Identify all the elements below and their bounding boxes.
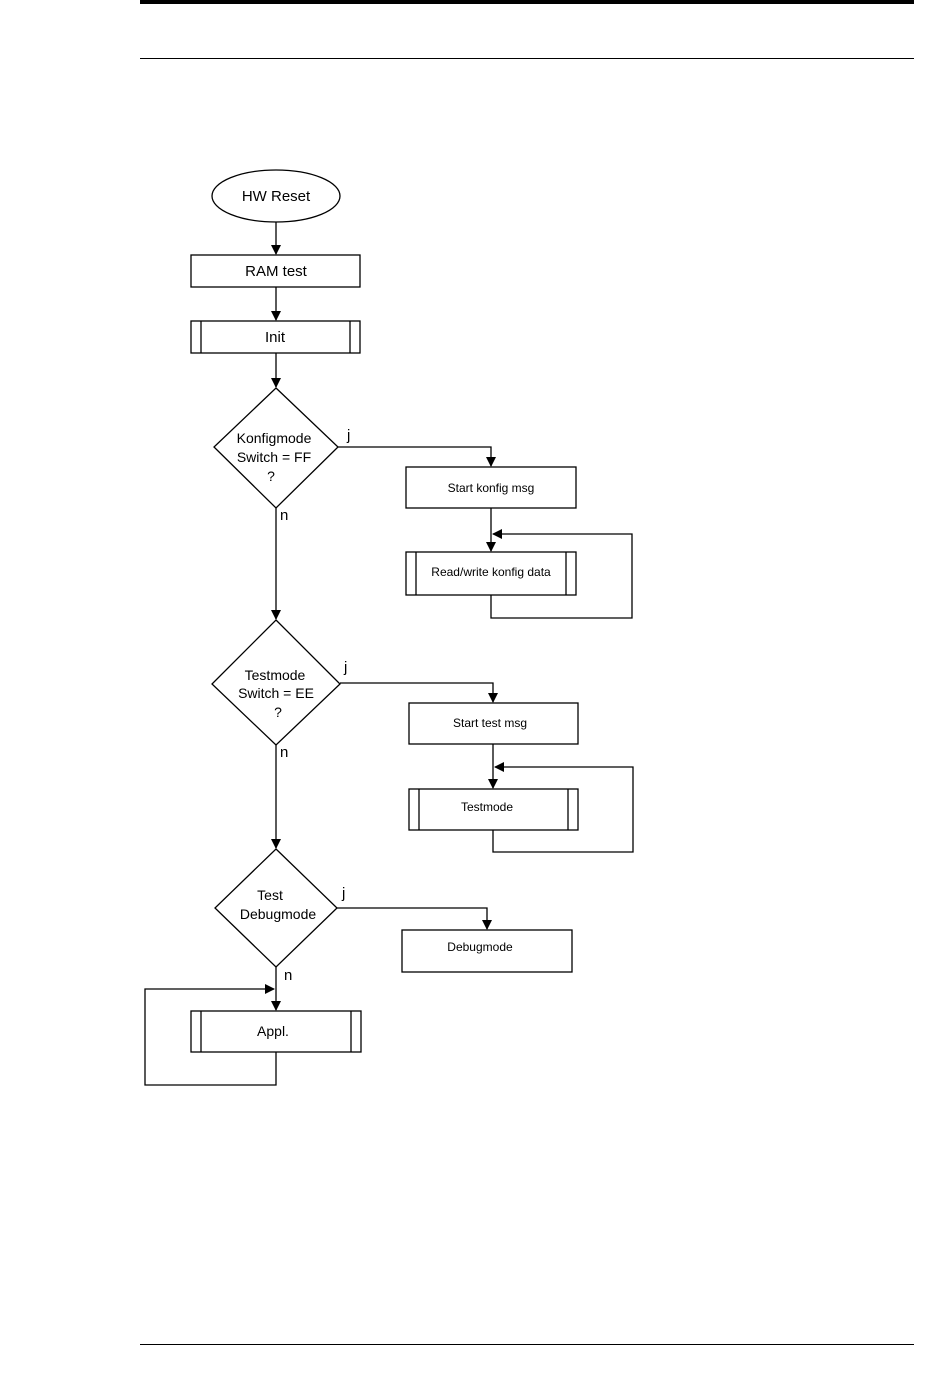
konfigmode-label-line2: Switch = FF (237, 449, 311, 465)
konfigmode-decision (214, 388, 338, 508)
hw-reset-label: HW Reset (242, 188, 311, 205)
konfigmode-label-line1: Konfigmode (237, 430, 312, 446)
debug-yes-label: j (341, 885, 345, 902)
konfig-yes-label: j (346, 427, 350, 444)
debug-decision-line2: Debugmode (240, 906, 316, 922)
test-yes-label: j (343, 659, 347, 676)
debug-no-label: n (284, 967, 292, 984)
init-label: Init (265, 329, 286, 346)
testmode-decision-line2: Switch = EE (238, 685, 314, 701)
ram-test-label: RAM test (245, 263, 308, 280)
start-konfig-label: Start konfig msg (448, 481, 535, 495)
debug-decision-line1: Test (257, 887, 283, 903)
rw-konfig-label: Read/write konfig data (431, 565, 551, 579)
konfigmode-label-line3: ? (267, 468, 275, 484)
konfig-no-label: n (280, 507, 288, 524)
appl-label: Appl. (257, 1023, 289, 1039)
start-test-label: Start test msg (453, 716, 527, 730)
testmode-decision-line1: Testmode (245, 667, 306, 683)
testmode-decision-line3: ? (274, 704, 282, 720)
debugmode-label: Debugmode (447, 940, 513, 954)
testmode-label: Testmode (461, 800, 513, 814)
test-no-label: n (280, 744, 288, 761)
